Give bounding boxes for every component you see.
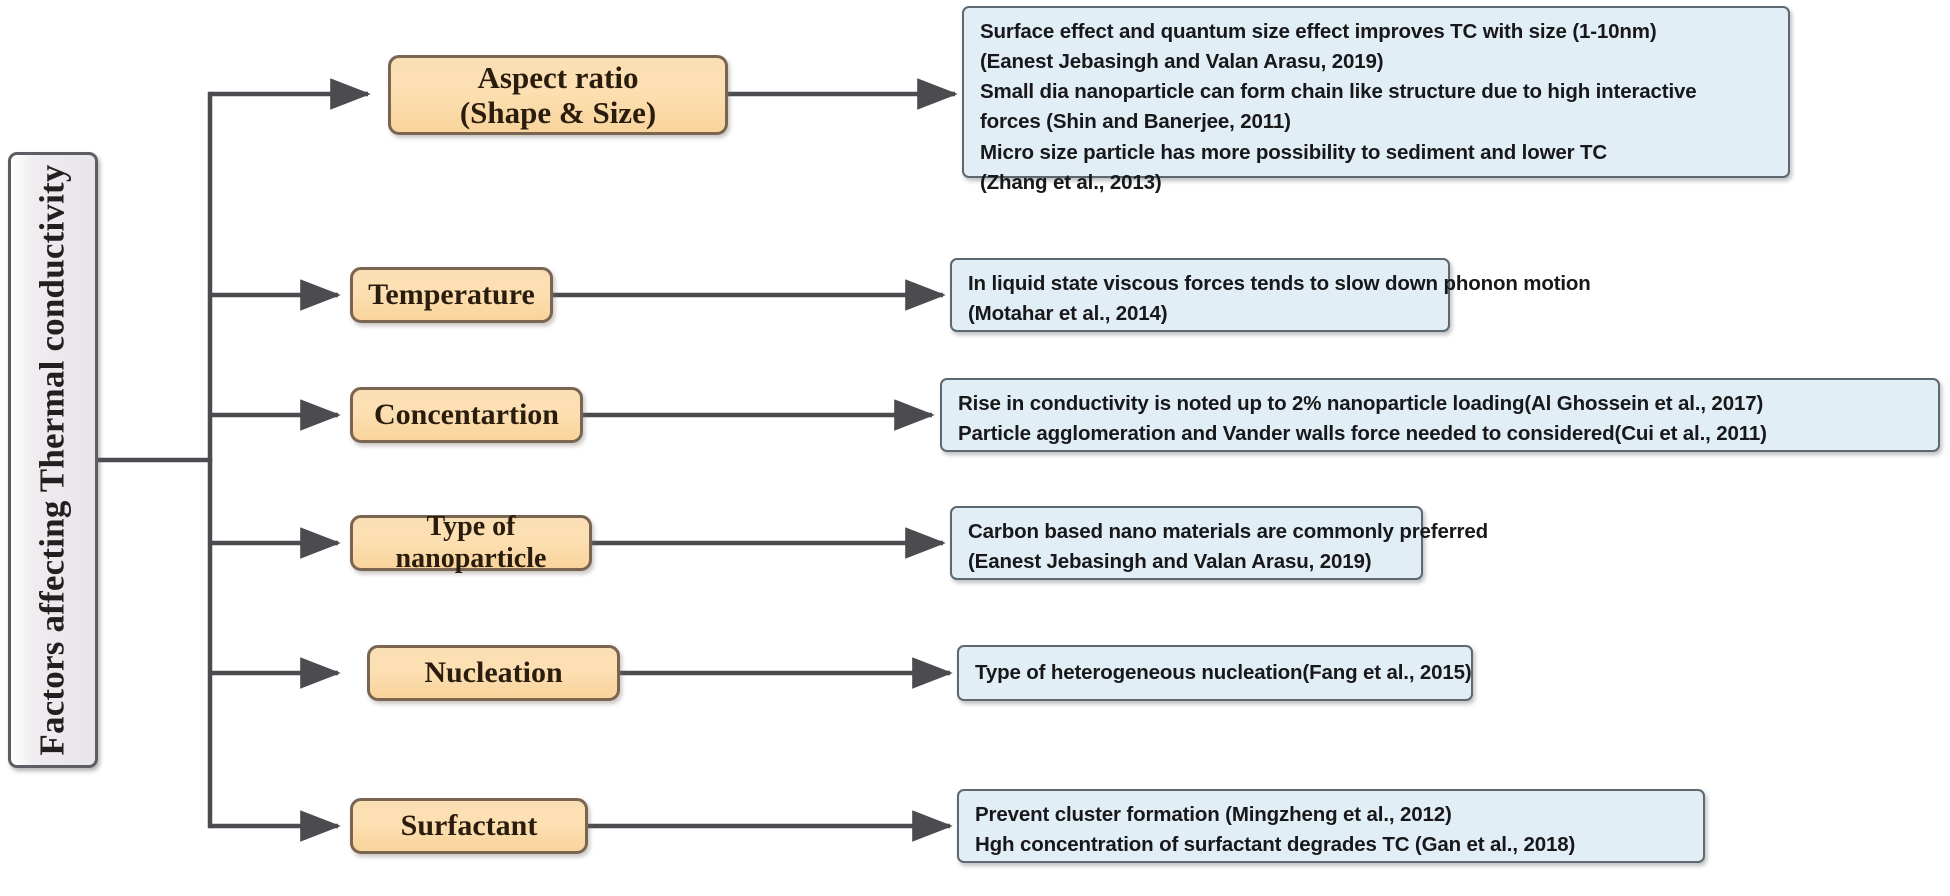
detail-line: Hgh concentration of surfactant degrades… <box>975 833 1576 857</box>
factor-node-label-line1: Surfactant <box>400 808 538 842</box>
factor-node-type-of-nanoparticle[interactable]: Type of nanoparticle <box>350 511 592 574</box>
detail-line: Particle agglomeration and Vander walls … <box>958 422 1767 446</box>
factor-node-surfactant[interactable]: Surfactant <box>350 798 588 854</box>
detail-line: Small dia nanoparticle can form chain li… <box>980 80 1697 104</box>
factor-node-label-line1: Type of nanoparticle <box>395 511 547 574</box>
detail-line: In liquid state viscous forces tends to … <box>968 272 1591 295</box>
detail-line: Type of heterogeneous nucleation(Fang et… <box>975 660 1472 684</box>
detail-line: (Eanest Jebasingh and Valan Arasu, 2019) <box>968 550 1372 574</box>
factor-node-label-line1: Nucleation <box>424 655 563 689</box>
detail-line: forces (Shin and Banerjee, 2011) <box>980 110 1291 134</box>
detail-line: (Motahar et al., 2014) <box>968 302 1168 326</box>
detail-line: Rise in conductivity is noted up to 2% n… <box>958 392 1764 415</box>
root-node-label: Factors affecting Thermal conductivity <box>33 164 72 756</box>
factor-node-temperature[interactable]: Temperature <box>350 267 553 323</box>
detail-box-surfactant[interactable]: Prevent cluster formation (Mingzheng et … <box>957 789 1705 863</box>
factor-node-concentration[interactable]: Concentartion <box>350 387 583 443</box>
detail-box-type-of-nanoparticle[interactable]: Carbon based nano materials are commonly… <box>950 506 1488 580</box>
factor-node-label-line1: Aspect ratio <box>477 59 639 95</box>
detail-box-concentration[interactable]: Rise in conductivity is noted up to 2% n… <box>940 378 1940 452</box>
factor-node-aspect-ratio[interactable]: Aspect ratio (Shape & Size) <box>388 55 728 135</box>
factor-node-label-line1: Temperature <box>368 277 535 311</box>
detail-line: (Zhang et al., 2013) <box>980 170 1162 194</box>
factor-node-label-line1: Concentartion <box>374 397 559 431</box>
detail-line: Carbon based nano materials are commonly… <box>968 520 1488 543</box>
detail-line: (Eanest Jebasingh and Valan Arasu, 2019) <box>980 50 1384 74</box>
detail-line: Prevent cluster formation (Mingzheng et … <box>975 803 1452 826</box>
detail-box-nucleation[interactable]: Type of heterogeneous nucleation(Fang et… <box>957 645 1473 701</box>
factor-node-label-line2: (Shape & Size) <box>459 95 657 130</box>
detail-line: Micro size particle has more possibility… <box>980 140 1608 164</box>
factor-node-nucleation[interactable]: Nucleation <box>367 645 620 701</box>
detail-box-aspect-ratio[interactable]: Surface effect and quantum size effect i… <box>962 6 1790 194</box>
detail-box-temperature[interactable]: In liquid state viscous forces tends to … <box>950 258 1591 332</box>
root-node-factors-affecting-thermal-conductivity[interactable]: Factors affecting Thermal conductivity <box>8 152 98 768</box>
detail-line: Surface effect and quantum size effect i… <box>980 20 1657 43</box>
